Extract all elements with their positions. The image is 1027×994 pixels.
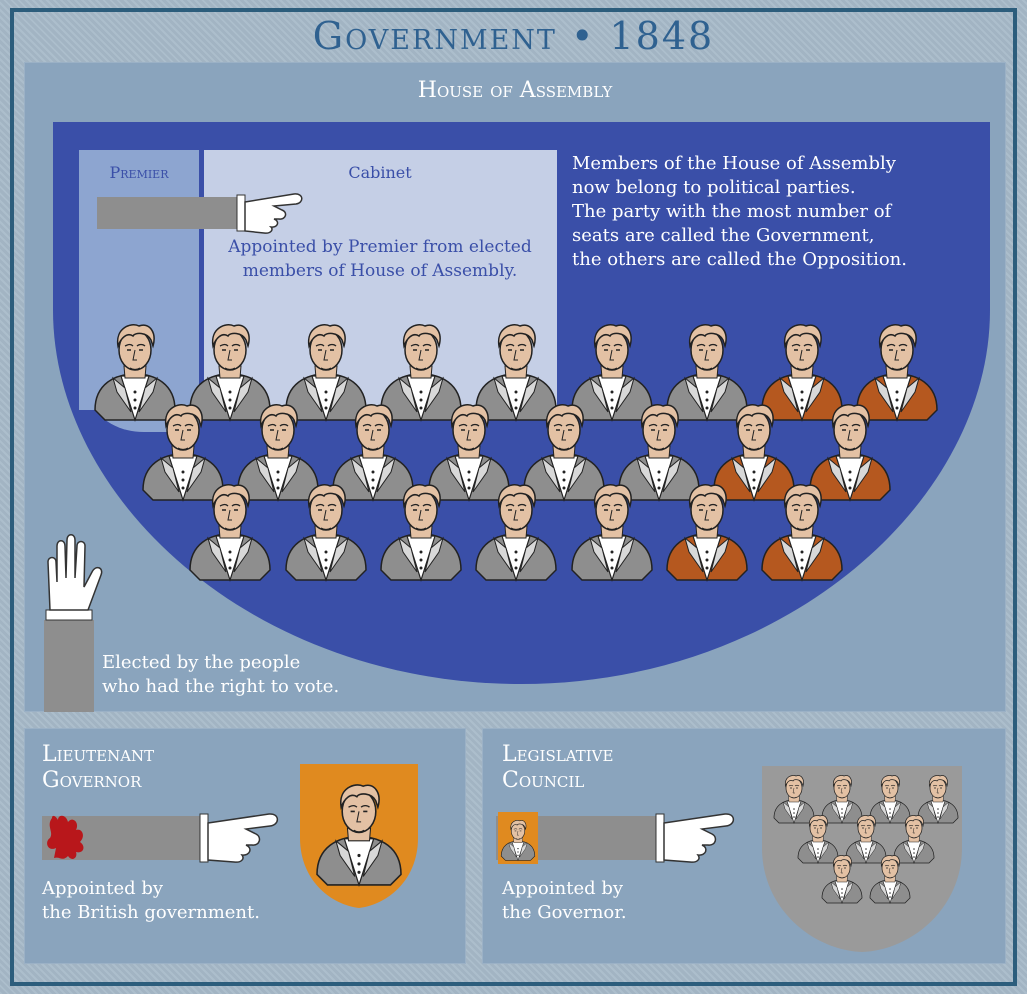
member-portrait-icon <box>893 815 935 864</box>
member-portrait-icon <box>380 324 462 422</box>
raised-hand-icon <box>44 534 103 712</box>
pointing-hand-icon <box>97 193 303 234</box>
member-portrait-icon <box>523 404 605 502</box>
assembly-svg: Premier Cabinet Appointed by Premier fro… <box>44 122 990 712</box>
legislative-council-panel: Legislative Council Appointed by the Gov… <box>482 728 1006 964</box>
member-portrait-icon <box>571 484 653 582</box>
description-line-3: The party with the most number of <box>572 201 893 222</box>
lieutenant-governor-title: Lieutenant Governor <box>42 742 154 794</box>
small-portrait-icon <box>500 820 536 862</box>
member-portrait-icon <box>666 324 748 422</box>
lieutenant-governor-note-line-2: the British government. <box>42 902 260 923</box>
member-portrait-icon <box>869 775 911 824</box>
member-portrait-icon <box>189 484 271 582</box>
member-portrait-icon <box>237 404 319 502</box>
legislative-council-note-line-2: the Governor. <box>502 902 627 923</box>
member-portrait-icon <box>666 484 748 582</box>
member-portrait-icon <box>316 784 402 887</box>
legislative-council-title-line-1: Legislative <box>502 742 614 767</box>
assembly-members <box>94 324 938 582</box>
house-of-assembly-title: House of Assembly <box>417 78 613 103</box>
member-portrait-icon <box>332 404 414 502</box>
lieutenant-governor-title-line-1: Lieutenant <box>42 742 155 767</box>
member-portrait-icon <box>285 484 367 582</box>
governor-portrait-icon <box>316 784 402 887</box>
member-portrait-icon <box>380 484 462 582</box>
member-portrait-icon <box>761 324 843 422</box>
elected-note-line-1: Elected by the people <box>102 652 300 673</box>
lieutenant-governor-svg: Appointed by the British government. <box>41 764 418 923</box>
member-portrait-icon <box>189 324 271 422</box>
description-line-5: the others are called the Opposition. <box>572 249 907 270</box>
red-lion-icon <box>47 815 84 859</box>
page-title: Government • 1848 <box>312 14 715 58</box>
description-line-1: Members of the House of Assembly <box>572 153 897 174</box>
cabinet-note-line-2: members of House of Assembly. <box>243 261 518 281</box>
cabinet-label: Cabinet <box>348 163 412 182</box>
legislative-council-title: Legislative Council <box>502 742 613 794</box>
member-portrait-icon <box>475 484 557 582</box>
member-portrait-icon <box>821 855 863 904</box>
member-portrait-icon <box>821 775 863 824</box>
member-portrait-icon <box>713 404 795 502</box>
member-portrait-icon <box>475 324 557 422</box>
premier-label: Premier <box>110 163 170 182</box>
member-portrait-icon <box>500 820 536 862</box>
lieutenant-governor-note-line-1: Appointed by <box>41 878 164 899</box>
member-portrait-icon <box>845 815 887 864</box>
assembly-description: Members of the House of Assembly now bel… <box>572 153 907 270</box>
cabinet-box <box>204 150 557 420</box>
member-portrait-icon <box>94 324 176 422</box>
lieutenant-governor-panel: Lieutenant Governor Appointed by the Bri… <box>24 728 466 964</box>
lieutenant-governor-title-line-2: Governor <box>42 768 142 793</box>
member-portrait-icon <box>761 484 843 582</box>
cabinet-note-line-1: Appointed by Premier from elected <box>227 237 532 257</box>
outer-frame <box>10 8 1017 986</box>
legislative-council-svg: Appointed by the Governor. <box>496 766 962 952</box>
description-line-2: now belong to political parties. <box>572 177 856 198</box>
elected-note-line-2: who had the right to vote. <box>102 676 339 697</box>
house-of-assembly-panel: House of Assembly Premier Cabinet Appoin… <box>24 62 1006 712</box>
legislative-council-title-line-2: Council <box>502 768 585 793</box>
member-portrait-icon <box>869 855 911 904</box>
member-portrait-icon <box>618 404 700 502</box>
member-portrait-icon <box>773 775 815 824</box>
member-portrait-icon <box>285 324 367 422</box>
member-portrait-icon <box>571 324 653 422</box>
description-line-4: seats are called the Government, <box>572 225 874 246</box>
legislative-council-note-line-1: Appointed by <box>501 878 624 899</box>
council-members <box>773 775 959 904</box>
member-portrait-icon <box>797 815 839 864</box>
member-portrait-icon <box>917 775 959 824</box>
member-portrait-icon <box>809 404 891 502</box>
member-portrait-icon <box>142 404 224 502</box>
member-portrait-icon <box>856 324 938 422</box>
